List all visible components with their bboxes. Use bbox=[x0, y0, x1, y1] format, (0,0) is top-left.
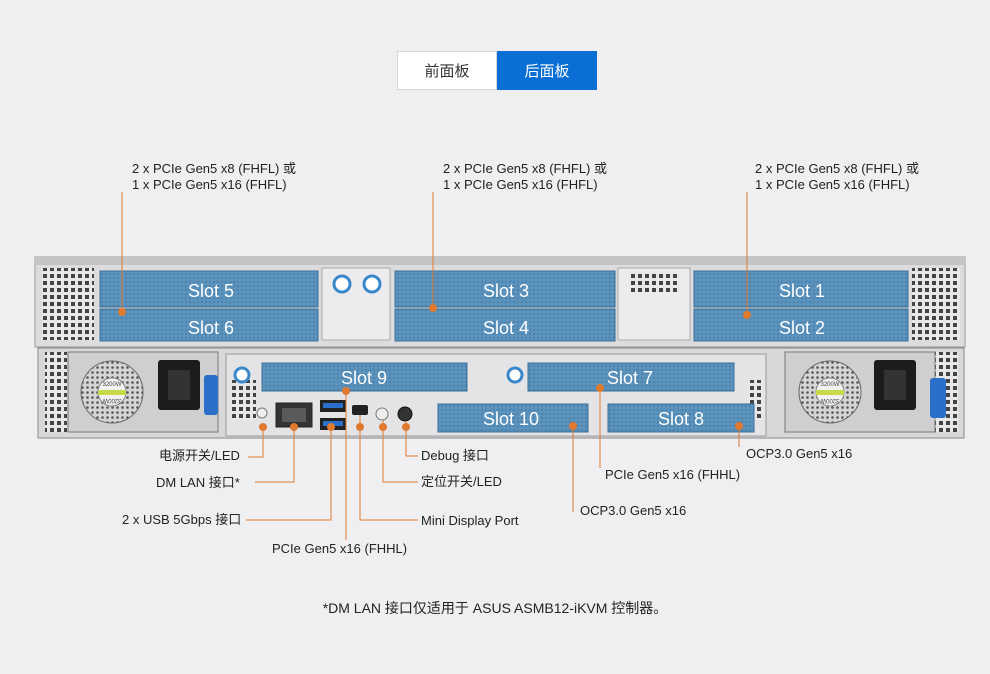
callout-ocp-slot8: OCP3.0 Gen5 x16 bbox=[746, 446, 853, 461]
callout-usb: 2 x USB 5Gbps 接口 bbox=[122, 512, 242, 527]
power-button-icon[interactable] bbox=[256, 407, 268, 419]
slot-7: Slot 7 bbox=[527, 362, 735, 392]
callout-slot1-2: 2 x PCIe Gen5 x8 (FHFL) 或 1 x PCIe Gen5 … bbox=[755, 161, 919, 193]
slot-2: Slot 2 bbox=[693, 308, 909, 342]
slot-9: Slot 9 bbox=[261, 362, 468, 392]
psu-release-handle[interactable] bbox=[204, 375, 218, 415]
thumbscrew-icon bbox=[332, 274, 352, 294]
upper-right-vent bbox=[912, 268, 960, 340]
footnote: *DM LAN 接口仅适用于 ASUS ASMB12-iKVM 控制器。 bbox=[322, 600, 668, 616]
callout-lines bbox=[121, 192, 748, 540]
panel-tabs: 前面板 后面板 bbox=[397, 51, 597, 90]
locator-button-icon[interactable] bbox=[375, 407, 389, 421]
callout-ocp-slot10: OCP3.0 Gen5 x16 bbox=[580, 503, 687, 518]
debug-port[interactable] bbox=[397, 406, 413, 422]
slot-9-label: Slot 9 bbox=[341, 368, 387, 388]
callout-slot1-2-line1: 2 x PCIe Gen5 x8 (FHFL) 或 bbox=[755, 161, 919, 176]
callout-pcie-fhhl-slot9: PCIe Gen5 x16 (FHHL) bbox=[272, 541, 408, 556]
callout-debug: Debug 接口 bbox=[421, 448, 489, 463]
thumbscrew-icon bbox=[233, 366, 251, 384]
callout-dots bbox=[118, 304, 751, 431]
callout-dm-lan: DM LAN 接口* bbox=[156, 475, 240, 490]
psu-left: 3200W 3200W bbox=[67, 351, 219, 433]
thumbscrew-icon bbox=[506, 366, 524, 384]
callout-slot5-6-line2: 1 x PCIe Gen5 x16 (FHFL) bbox=[132, 177, 287, 192]
psu-left-rating-top: 3200W bbox=[102, 382, 121, 388]
slot-5: Slot 5 bbox=[99, 270, 319, 308]
callout-mini-dp: Mini Display Port bbox=[421, 513, 519, 528]
slot-5-label: Slot 5 bbox=[188, 281, 234, 301]
slot-3: Slot 3 bbox=[394, 270, 616, 308]
callout-slot3-4-line2: 1 x PCIe Gen5 x16 (FHFL) bbox=[443, 177, 598, 192]
callout-pcie-fhhl-slot7: PCIe Gen5 x16 (FHHL) bbox=[605, 467, 741, 482]
slot-8-label: Slot 8 bbox=[658, 409, 704, 429]
callout-locator: 定位开关/LED bbox=[421, 474, 502, 489]
psu-right-rating-bottom: 3200W bbox=[820, 397, 839, 403]
thumbscrew-icon bbox=[362, 274, 382, 294]
slot-2-label: Slot 2 bbox=[779, 318, 825, 338]
slot-1: Slot 1 bbox=[693, 270, 909, 308]
slot-10-label: Slot 10 bbox=[483, 409, 539, 429]
slot-10: Slot 10 bbox=[437, 403, 589, 433]
psu-right: 3200W 3200W bbox=[784, 351, 946, 433]
slot-4: Slot 4 bbox=[394, 308, 616, 342]
callout-slot3-4-line1: 2 x PCIe Gen5 x8 (FHFL) 或 bbox=[443, 161, 607, 176]
callout-power-switch: 电源开关/LED bbox=[159, 448, 240, 463]
mini-display-port[interactable] bbox=[352, 405, 368, 415]
upper-left-vent bbox=[42, 268, 94, 340]
slot-1-label: Slot 1 bbox=[779, 281, 825, 301]
psu-left-rating-bottom: 3200W bbox=[102, 397, 121, 403]
tab-rear-panel[interactable]: 后面板 bbox=[497, 51, 597, 90]
slot-6: Slot 6 bbox=[99, 308, 319, 342]
callout-slot5-6-line1: 2 x PCIe Gen5 x8 (FHFL) 或 bbox=[132, 161, 296, 176]
callout-slot1-2-line2: 1 x PCIe Gen5 x16 (FHFL) bbox=[755, 177, 910, 192]
tab-front-panel[interactable]: 前面板 bbox=[397, 51, 497, 90]
slot-8: Slot 8 bbox=[607, 403, 755, 433]
slot-6-label: Slot 6 bbox=[188, 318, 234, 338]
callout-slot5-6: 2 x PCIe Gen5 x8 (FHFL) 或 1 x PCIe Gen5 … bbox=[132, 161, 296, 193]
slot-7-label: Slot 7 bbox=[607, 368, 653, 388]
psu-release-handle[interactable] bbox=[930, 378, 946, 418]
callout-slot3-4: 2 x PCIe Gen5 x8 (FHFL) 或 1 x PCIe Gen5 … bbox=[443, 161, 607, 193]
slot-4-label: Slot 4 bbox=[483, 318, 529, 338]
psu-right-rating-top: 3200W bbox=[820, 382, 839, 388]
slot-3-label: Slot 3 bbox=[483, 281, 529, 301]
